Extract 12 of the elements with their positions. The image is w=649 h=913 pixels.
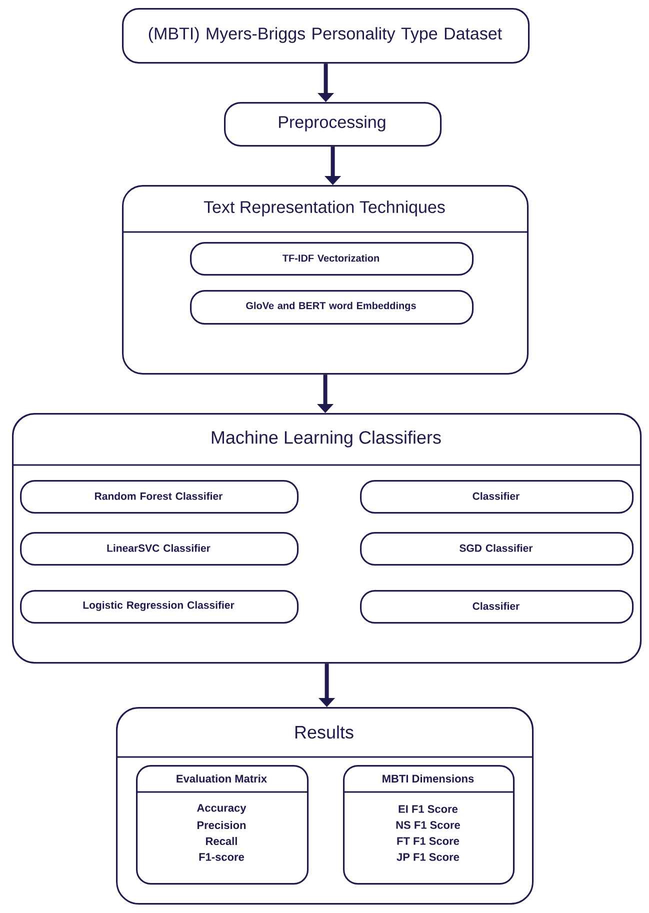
process-box: Logistic Regression Classifier xyxy=(20,590,299,624)
process-box: Classifier xyxy=(360,590,634,624)
process-box: Random Forest Classifier xyxy=(20,480,299,514)
list-box: MBTI Dimensions EI F1 Score NS F1 Score FT F1 Score JP F1 Score xyxy=(343,765,515,885)
process-box: Classifier xyxy=(360,480,634,514)
process-box: GloVe and BERT word Embeddings xyxy=(190,290,474,325)
process-box: TF-IDF Vectorization xyxy=(190,242,474,276)
list-box: Evaluation Matrix Accuracy Precision Recall F1-score xyxy=(136,765,309,885)
process-box: SGD Classifier xyxy=(360,532,634,566)
process-box: LinearSVC Classifier xyxy=(20,532,299,566)
process-box: (MBTI) Myers-Briggs Personality Type Dataset xyxy=(122,8,530,64)
process-box: Preprocessing xyxy=(224,102,442,147)
